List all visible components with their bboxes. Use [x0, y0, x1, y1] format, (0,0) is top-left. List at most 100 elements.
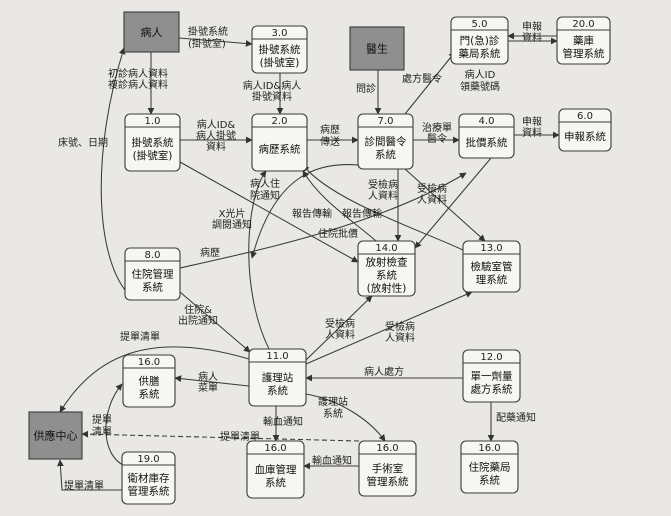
process-name: 系統: [265, 476, 286, 489]
process-box: [556, 16, 611, 65]
external-entity-box: [28, 411, 83, 460]
process-name: 病歷系統: [259, 143, 301, 156]
flow-label-p7-p14: 人資料: [368, 189, 398, 202]
flow-requisition-1: [59, 346, 250, 413]
process-number: 11.0: [266, 351, 288, 362]
process-name: 診間醫令: [365, 135, 407, 148]
process-name: 單一劑量: [471, 370, 513, 383]
flow-admission-notice: [250, 164, 359, 259]
process-name: 供膳: [139, 375, 160, 388]
flow-label-transfusion-1: 輸血通知: [263, 415, 303, 428]
flow-label-p5-p20: 申報: [522, 20, 542, 33]
flow-label-p8-p11: 住院&: [184, 303, 212, 316]
process-number: 5.0: [472, 19, 488, 30]
external-entity-box: [349, 26, 405, 71]
process-name: 門(急)診: [460, 34, 500, 47]
process-name: (掛號室): [133, 149, 173, 162]
flow-label-patient-menu: 菜單: [198, 382, 218, 394]
flow-label-report-1: 報告傳輸: [292, 207, 332, 220]
flow-bed-date: [100, 47, 126, 291]
flow-label-patient-id-rx: 病人ID: [465, 68, 496, 81]
flow-inpatient-billing: [179, 172, 467, 269]
flow-label-p4-p6: 申報: [522, 115, 542, 128]
process-name: 管理系統: [367, 475, 409, 488]
process-number: 16.0: [138, 357, 160, 368]
flow-label-p7-p14: 受檢病: [368, 178, 398, 191]
flow-report-2: [302, 164, 464, 251]
flow-label-dispense-notice: 配藥通知: [496, 411, 536, 424]
process-number: 16.0: [264, 443, 286, 454]
process-name: 申報系統: [564, 130, 606, 143]
process-box: [246, 440, 305, 499]
flow-medical-record: [248, 170, 270, 350]
labels-layer: 掛號系統(掛號室)初診病人資料複診病人資料病人ID&病人掛號資料病人ID&病人掛…: [58, 20, 542, 492]
flows-layer: [57, 32, 560, 491]
process-box: [450, 16, 509, 65]
process-name: (放射性): [367, 282, 407, 295]
flow-label-medical-record: 病歷: [200, 246, 220, 259]
flow-label-xray: X光片: [219, 207, 246, 220]
process-name: 系統: [479, 474, 500, 487]
flow-p11-p14: [305, 295, 373, 361]
flow-label-p3-p2: 掛號資料: [252, 90, 292, 103]
process-number: 20.0: [572, 19, 594, 30]
external-entity-box: [123, 11, 180, 53]
flow-label-doctor-p7: 問診: [356, 82, 376, 95]
flow-label-p7-p4: 醫令: [427, 132, 447, 145]
process-name: 系統: [142, 281, 163, 294]
flow-label-admission-notice: 病人住: [250, 177, 280, 190]
flow-requisition-2: [105, 383, 126, 467]
flow-label-p7-p4: 治療單: [422, 121, 452, 134]
flow-label-patient-p3: 掛號系統: [188, 25, 228, 38]
process-number: 8.0: [145, 250, 161, 261]
flow-label-patient-p1: 初診病人資料: [108, 67, 168, 80]
process-box: [248, 348, 307, 407]
flow-label-report-2: 報告傳輸: [342, 207, 382, 220]
process-number: 19.0: [137, 454, 159, 465]
flow-label-patient-p1: 複診病人資料: [108, 78, 168, 91]
process-name: 系統: [375, 148, 396, 161]
external-entity-label: 供應中心: [34, 429, 78, 443]
process-name: 管理系統: [563, 47, 605, 60]
process-box: [124, 113, 181, 172]
flow-label-requisition-3: 提單清單: [220, 430, 260, 443]
process-name: 系統: [267, 384, 288, 397]
external-entity-label: 醫生: [366, 42, 388, 56]
flow-requisition-4: [57, 459, 122, 491]
process-name: 處方系統: [471, 383, 513, 396]
flow-label-p11-p13: 受檢病: [385, 320, 415, 333]
flow-label-p2-p7: 病歷: [320, 123, 340, 136]
process-number: 12.0: [480, 352, 502, 363]
process-box: [358, 440, 417, 497]
flow-p11-p13: [305, 291, 473, 365]
flow-label-nursing-system: 系統: [323, 407, 343, 420]
external-supply-center: 供應中心: [28, 411, 83, 460]
process-number: 1.0: [145, 116, 161, 127]
process-number: 16.0: [376, 443, 398, 454]
flow-label-requisition-1: 提單清單: [120, 330, 160, 343]
process-number: 3.0: [272, 28, 288, 39]
process-name: (掛號室): [260, 56, 300, 69]
process-number: 16.0: [478, 443, 500, 454]
flow-report-1: [302, 170, 377, 242]
flow-label-p4-p13: 人資料: [417, 193, 447, 206]
process-name: 掛號系統: [259, 43, 301, 56]
flow-patient-menu: [174, 375, 250, 387]
flow-label-p1-p2: 資料: [206, 140, 226, 153]
process-name: 衛材庫存: [128, 472, 170, 485]
flow-label-p1-p2: 病人ID&: [197, 118, 236, 131]
flow-label-p11-p14: 受檢病: [325, 317, 355, 330]
flow-label-bed-date: 床號、日期: [58, 136, 108, 149]
